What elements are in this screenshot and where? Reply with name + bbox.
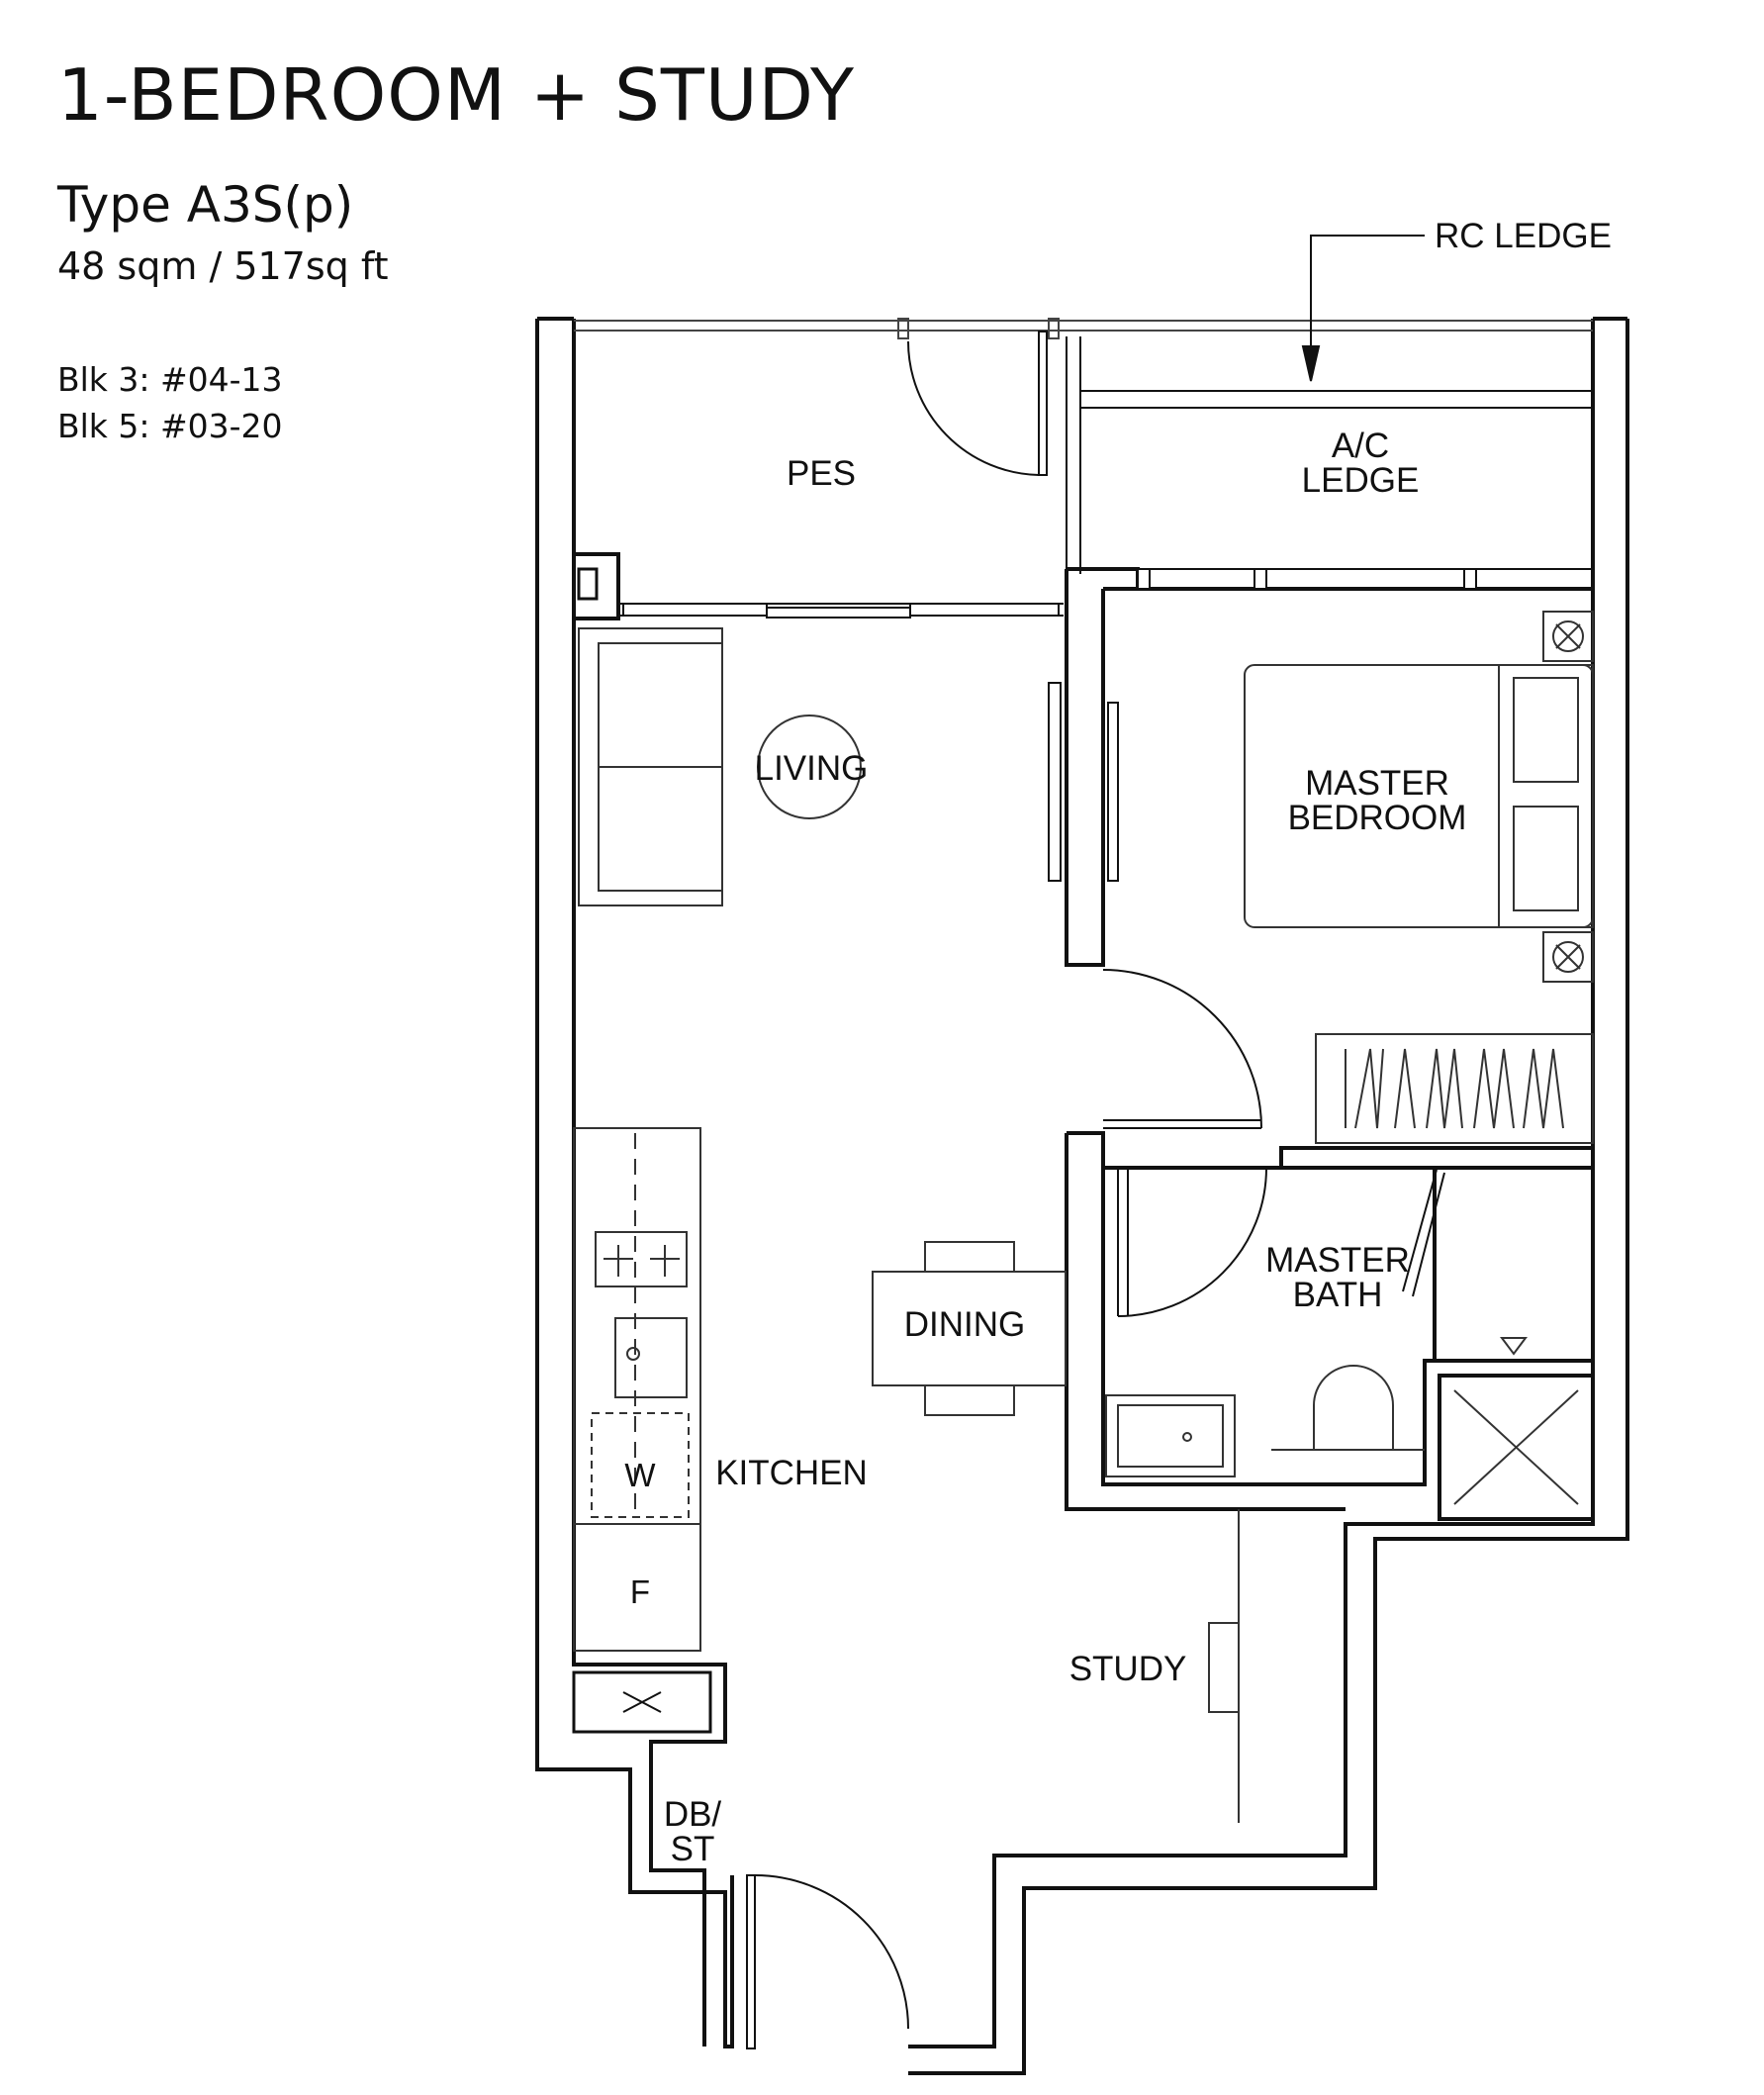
room-label-kitchen: KITCHEN — [715, 1454, 868, 1492]
pillow — [1513, 806, 1579, 911]
ac-ledge-partition — [1066, 336, 1593, 574]
unit-area: 48 sqm / 517sq ft — [57, 244, 389, 288]
outer-wall-outline — [535, 319, 734, 2048]
bath-walls — [1065, 1131, 1593, 1511]
unit-type: Type A3S(p) — [57, 176, 354, 234]
bedroom-door — [1102, 969, 1262, 1129]
fridge — [573, 1523, 701, 1652]
basin — [1105, 1394, 1236, 1477]
sliding-door-panel — [622, 603, 768, 617]
riser — [572, 1670, 712, 1734]
bedroom-window — [1137, 568, 1593, 590]
room-label-ac-ledge: A/C — [1332, 427, 1389, 465]
room-label-dbst: DB/ — [664, 1795, 722, 1834]
bath-side-door — [1402, 1169, 1445, 1297]
block-entry: Blk 5: #03-20 — [57, 407, 283, 445]
pes-door — [907, 331, 1048, 476]
glazing-post — [1048, 318, 1060, 339]
bed — [1244, 611, 1594, 983]
room-label-dbst: ST — [671, 1830, 715, 1868]
living-marker — [757, 714, 862, 819]
hob — [595, 1231, 688, 1287]
room-label-study: STUDY — [1069, 1650, 1187, 1688]
glazing-post — [897, 318, 909, 339]
top-glazing — [574, 318, 1593, 339]
dining-table — [872, 1241, 1067, 1416]
rc-ledge-callout — [1301, 235, 1425, 382]
toilet — [1313, 1365, 1394, 1451]
sliding-door-panel — [766, 607, 911, 619]
bath-fixtures — [1105, 1365, 1425, 1477]
pillow — [1513, 677, 1579, 783]
block-entry: Blk 3: #04-13 — [57, 360, 283, 399]
sliding-door-panel — [909, 603, 1060, 617]
sofa — [578, 627, 723, 906]
kitchen-counter — [573, 1127, 701, 1652]
bedside-table — [1542, 611, 1594, 662]
block-list: Blk 3: #04-13 Blk 5: #03-20 — [57, 356, 948, 449]
right-wall-outline — [908, 319, 1595, 2048]
study-partition — [1208, 1509, 1240, 1823]
sink — [614, 1317, 688, 1398]
dining-chair — [924, 1384, 1015, 1416]
entrance-door — [746, 1874, 909, 2049]
pes-living-partition — [572, 552, 1064, 620]
room-label-master-bedroom: MASTER — [1305, 764, 1449, 803]
wardrobe — [1315, 1033, 1594, 1144]
bath-door — [1117, 1167, 1267, 1317]
page-title: 1-BEDROOM + STUDY — [57, 53, 856, 137]
room-label-dining: DINING — [904, 1305, 1026, 1344]
room-label-ac-ledge: LEDGE — [1302, 461, 1420, 500]
room-label-living: LIVING — [755, 749, 869, 788]
right-wall-inner — [908, 319, 1629, 2075]
room-label-master-bath: MASTER — [1265, 1241, 1410, 1280]
room-label-master-bedroom: BEDROOM — [1288, 799, 1467, 837]
room-labels: PES A/C LEDGE LIVING MASTER BEDROOM MAST… — [624, 217, 1612, 1868]
rc-ledge-label: RC LEDGE — [1435, 217, 1612, 255]
plan-header: 1-BEDROOM + STUDY Type A3S(p) 48 sqm / 5… — [57, 59, 948, 449]
bedroom-side-panel — [1048, 682, 1119, 882]
shower — [1438, 1337, 1595, 1521]
dining-chair — [924, 1241, 1015, 1273]
room-label-master-bath: BATH — [1293, 1276, 1383, 1314]
room-label-pes: PES — [787, 454, 856, 493]
washer-label: W — [624, 1457, 656, 1493]
washer — [591, 1412, 690, 1518]
bedside-table — [1542, 931, 1594, 983]
fridge-label: F — [630, 1573, 650, 1610]
